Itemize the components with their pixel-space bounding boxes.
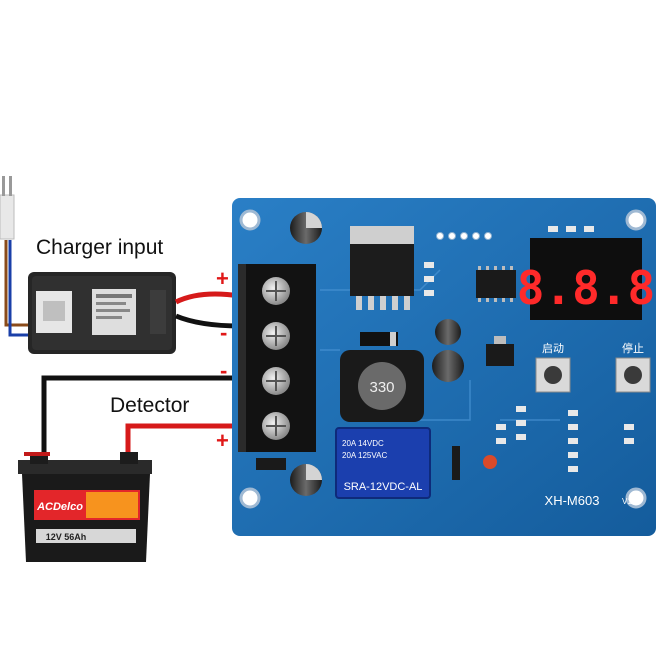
start-button-label: 启动 [542, 342, 564, 355]
relay-rating-2: 20A 125VAC [342, 451, 387, 460]
capacitor-c10 [290, 464, 322, 496]
board-version: V1 [622, 497, 632, 506]
charger-negative-sign: - [220, 320, 228, 345]
relay [336, 428, 430, 498]
charger-input-label: Charger input [36, 236, 164, 259]
charger-wire-negative [175, 313, 241, 329]
battery-wire-positive [125, 423, 240, 462]
header-pins [436, 232, 492, 240]
board-model: XH-M603 [545, 493, 600, 508]
relay-rating-1: 20A 14VDC [342, 439, 384, 448]
detector-label: Detector [110, 394, 190, 417]
plug-cable-brown [4, 240, 28, 327]
charger-adapter [28, 272, 176, 354]
stop-button[interactable] [615, 357, 651, 393]
inductor-value: 330 [369, 379, 394, 396]
battery-wire-negative [41, 375, 240, 462]
capacitor-c4 [432, 319, 464, 382]
wall-plug [0, 176, 15, 240]
car-battery [18, 452, 152, 562]
terminal-block [238, 264, 316, 452]
battery-brand: ACDelco [36, 501, 83, 513]
stop-button-label: 停止 [622, 341, 644, 355]
voltage-regulator [350, 226, 414, 310]
relay-label: SRA-12VDC-AL [344, 481, 423, 493]
small-regulator [486, 344, 514, 366]
seven-segment-display [530, 238, 642, 320]
inductor [340, 350, 424, 422]
display-digits: 8.8.8 [517, 261, 655, 315]
capacitor-c3 [290, 212, 322, 244]
start-button[interactable] [535, 357, 571, 393]
plug-cable-blue [8, 240, 28, 337]
mounting-holes [239, 209, 647, 509]
diode-d2 [360, 332, 398, 346]
led-indicator [483, 455, 497, 469]
charger-positive-sign: + [216, 266, 229, 291]
smd-components [256, 226, 634, 480]
microcontroller-chip [476, 266, 516, 302]
battery-capacity: 12V 56Ah [46, 532, 87, 542]
battery-negative-sign: - [220, 358, 228, 383]
battery-positive-sign: + [216, 428, 229, 453]
charger-wire-positive [174, 291, 241, 305]
